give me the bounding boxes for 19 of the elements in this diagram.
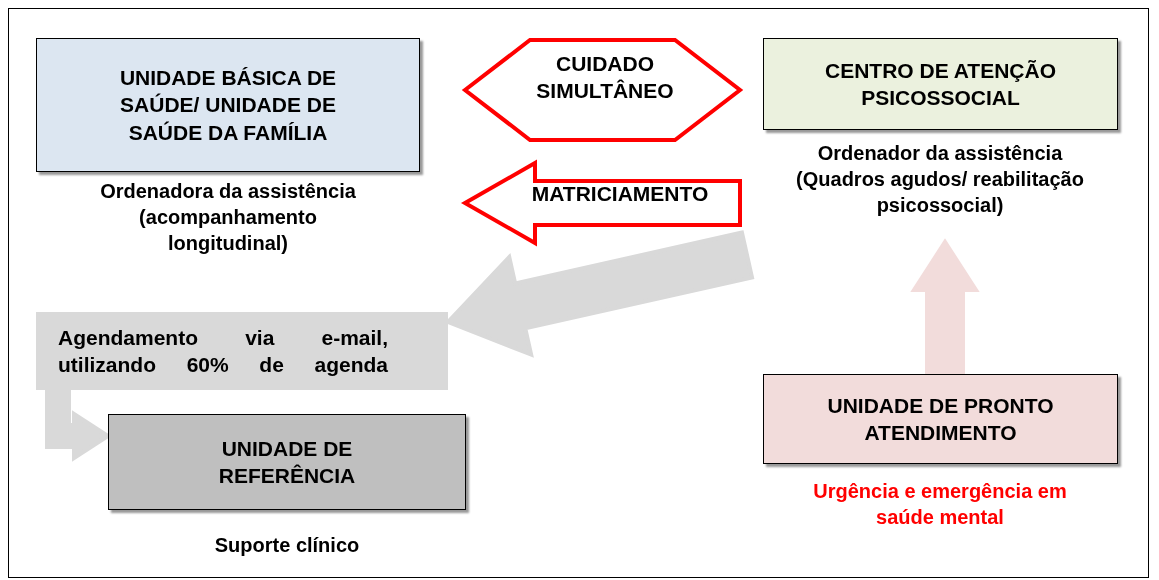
note-text: Agendamento via e-mail, utilizando 60% de agenda (58, 324, 388, 378)
edge-label: MATRICIAMENTO (530, 181, 710, 207)
block-arrow (461, 38, 744, 142)
note-band (36, 312, 448, 390)
process-box (763, 38, 1118, 130)
box-title: CENTRO DE ATENÇÃO PSICOSSOCIAL (824, 57, 1057, 111)
box-title: UNIDADE DE REFERÊNCIA (217, 435, 357, 489)
process-box (36, 38, 420, 172)
block-arrow (910, 238, 980, 376)
box-caption: Urgência e emergência em saúde mental (812, 479, 1068, 530)
box-title: UNIDADE DE PRONTO ATENDIMENTO (826, 392, 1055, 446)
process-box (763, 374, 1118, 464)
box-caption: Ordenadora da assistência (acompanhamento longitudinal) (99, 179, 357, 256)
box-caption: Suporte clínico (213, 533, 361, 558)
edge-label: CUIDADO SIMULTÂNEO (535, 51, 675, 105)
box-caption: Ordenador da assistência (Quadros agudos/ reabilitação psicossocial) (795, 141, 1085, 218)
process-box (108, 414, 466, 510)
block-arrow (460, 159, 742, 247)
box-title: UNIDADE BÁSICA DE SAÚDE/ UNIDADE DE SAÚDE DA FAMÍLIA (118, 65, 338, 146)
